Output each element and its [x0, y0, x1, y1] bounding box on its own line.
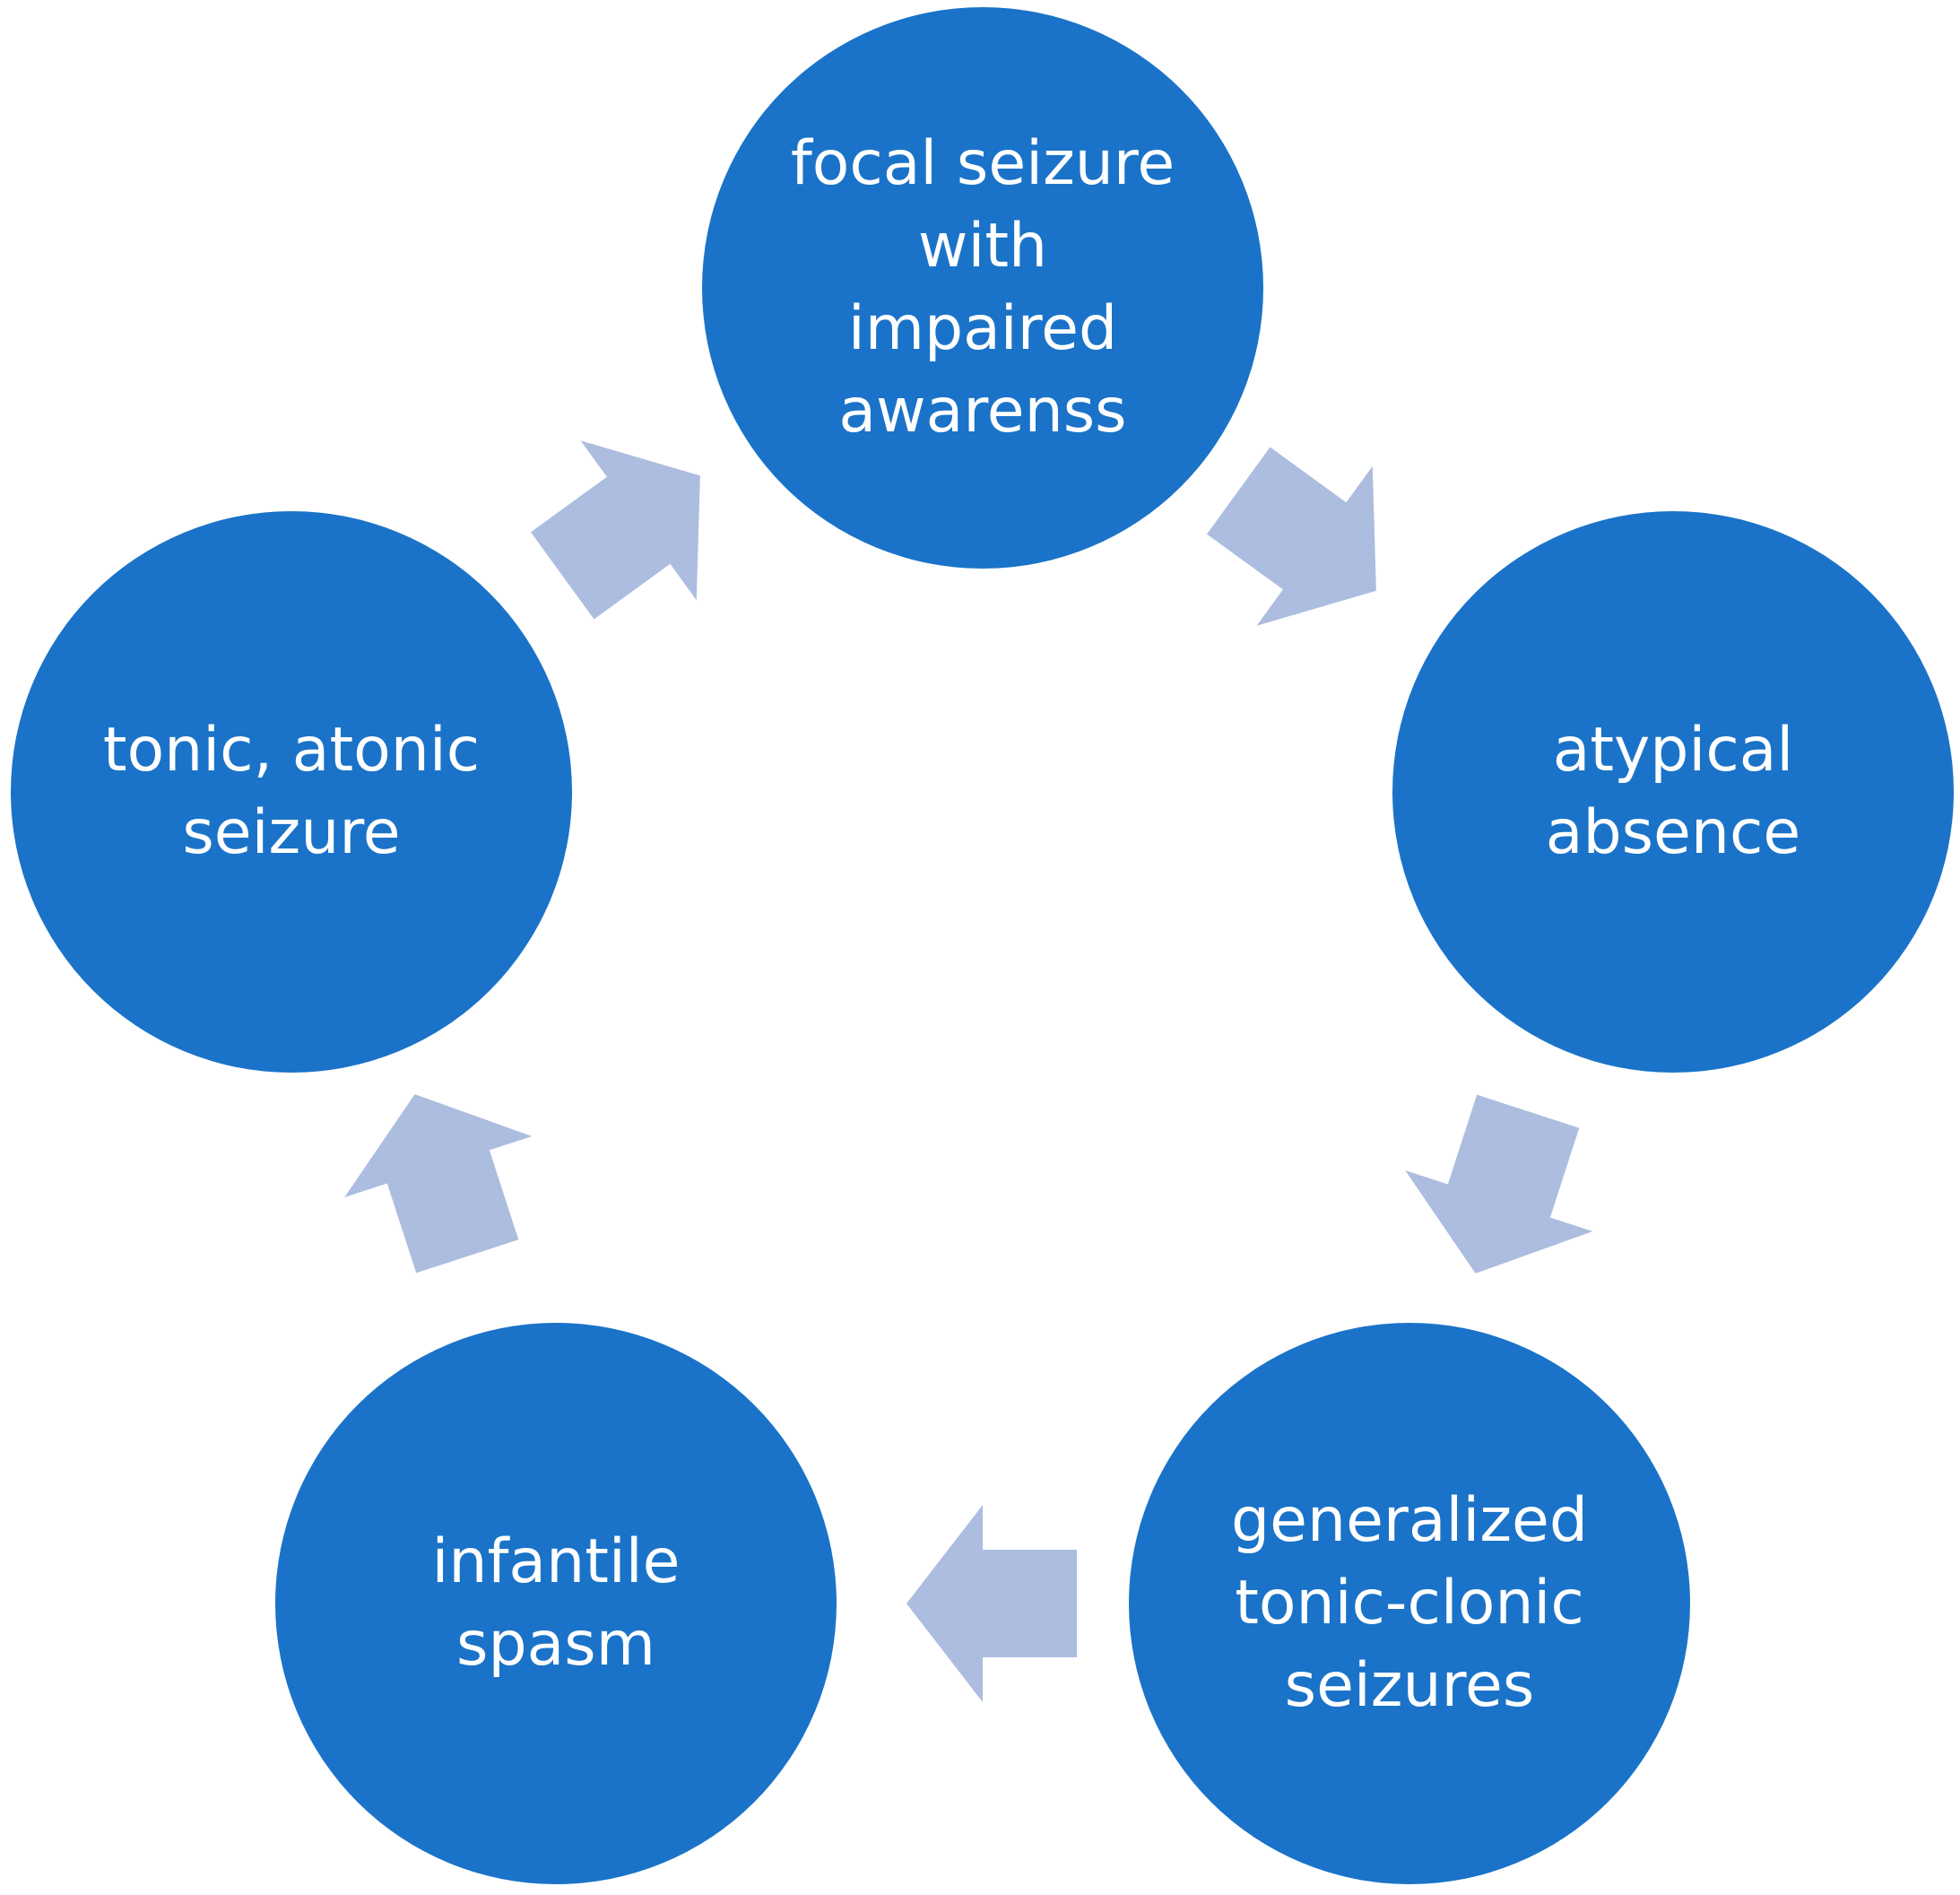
node-tonic-atonic-seizure: tonic, atonic seizure	[11, 511, 572, 1073]
arrow-gtc-to-infantile	[906, 1505, 1077, 1702]
node-infantile-spasm: infantile spasm	[275, 1323, 837, 1884]
arrow-tonic-to-focal	[531, 440, 700, 620]
node-generalized-tonic-clonic: generalized tonic-clonic seizures	[1129, 1323, 1690, 1884]
arrow-focal-to-atypical	[1207, 447, 1376, 626]
node-atypical-absence: atypical absence	[1392, 511, 1954, 1073]
arrow-atypical-to-gtc	[1405, 1094, 1593, 1273]
node-label: generalized tonic-clonic seizures	[1230, 1485, 1589, 1721]
node-focal-seizure: focal seizure with impaired awarenss	[702, 7, 1263, 569]
node-label: focal seizure with impaired awarenss	[790, 128, 1175, 447]
arrow-infantile-to-tonic	[344, 1094, 533, 1273]
node-label: tonic, atonic seizure	[102, 715, 481, 868]
node-label: infantile spasm	[431, 1526, 681, 1680]
node-label: atypical absence	[1545, 715, 1801, 868]
